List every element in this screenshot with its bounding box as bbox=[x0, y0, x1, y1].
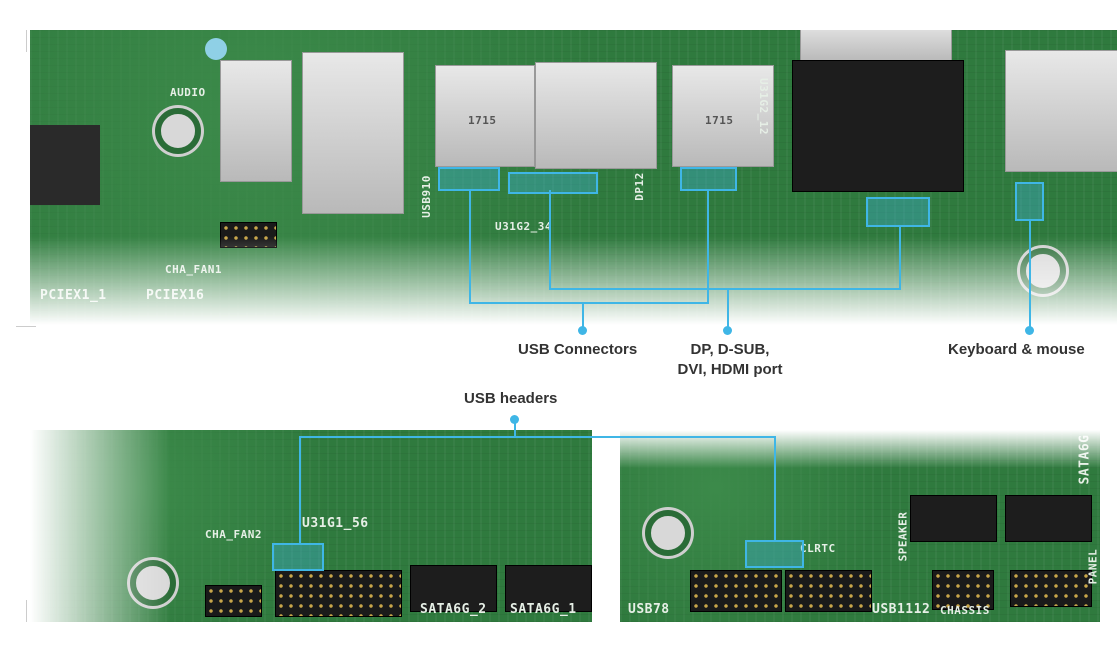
silk-speaker: SPEAKER bbox=[896, 511, 910, 562]
panel-header bbox=[1010, 570, 1092, 607]
connector-line bbox=[549, 288, 901, 290]
connector-line bbox=[469, 302, 709, 304]
dsub-port bbox=[800, 20, 952, 62]
silk-sata6g: SATA6G bbox=[1077, 434, 1093, 485]
silk-usb910: USB910 bbox=[419, 175, 433, 218]
silk-cha-fan2: CHA_FAN2 bbox=[205, 528, 262, 541]
usb-port-mark: 1715 bbox=[468, 114, 497, 127]
silk-dp12: DP12 bbox=[632, 172, 646, 201]
connector-line bbox=[469, 189, 471, 304]
connector-line bbox=[707, 189, 709, 304]
connector-line bbox=[299, 436, 301, 544]
connector-dot bbox=[723, 326, 732, 335]
silk-chassis: CHASSIS bbox=[940, 604, 990, 617]
silk-panel: PANEL bbox=[1086, 548, 1100, 585]
silk-sata6g-2: SATA6G_2 bbox=[420, 602, 487, 617]
highlight-dp-port bbox=[508, 172, 598, 194]
silk-u31g1-56: U31G1_56 bbox=[302, 516, 369, 531]
label-usb-headers: USB headers bbox=[464, 390, 558, 407]
usb-port bbox=[435, 65, 535, 167]
audio-jack bbox=[205, 38, 227, 60]
ps2-port bbox=[1005, 50, 1117, 172]
usb-port bbox=[672, 65, 774, 167]
lan-port bbox=[302, 52, 404, 214]
sata-port bbox=[910, 495, 997, 542]
usb78-header bbox=[690, 570, 782, 612]
dp-port bbox=[535, 62, 657, 169]
connector-line bbox=[727, 288, 729, 330]
silk-usb1112: USB1112 bbox=[872, 602, 931, 617]
crop-mark bbox=[26, 30, 27, 52]
connector-line bbox=[774, 436, 776, 541]
highlight-usb-header bbox=[745, 540, 804, 568]
connector-line bbox=[549, 190, 551, 290]
label-usb-connectors: USB Connectors bbox=[518, 341, 638, 358]
crop-mark bbox=[16, 326, 36, 327]
highlight-usb-connector bbox=[680, 167, 737, 191]
label-video-ports-line1: DP, D-SUB, bbox=[690, 341, 770, 358]
usb-header-block bbox=[275, 570, 402, 617]
label-video-ports: DP, D-SUB, DVI, HDMI port bbox=[670, 340, 790, 380]
highlight-keyboard-mouse bbox=[1015, 182, 1044, 221]
usb-header-board-photo-left: CHA_FAN2 U31G1_56 SATA6G_2 SATA6G_1 bbox=[30, 430, 592, 622]
mounting-hole bbox=[130, 560, 176, 606]
highlight-video-port bbox=[866, 197, 930, 227]
sata-port bbox=[1005, 495, 1092, 542]
usb-port-mark: 1715 bbox=[705, 114, 734, 127]
silk-pciex1: PCIEX1_1 bbox=[40, 288, 107, 303]
silk-u31g2-34: U31G2_34 bbox=[495, 220, 552, 233]
dvi-port bbox=[792, 60, 964, 192]
connector-dot bbox=[510, 415, 519, 424]
usb-header-board-photo-right: USB78 USB1112 CHASSIS CLRTC SPEAKER SATA… bbox=[620, 430, 1100, 622]
connector-line bbox=[899, 225, 901, 290]
silk-pciex16: PCIEX16 bbox=[146, 288, 205, 303]
mounting-hole bbox=[1020, 248, 1066, 294]
fan-header bbox=[205, 585, 262, 617]
silk-cha-fan1: CHA_FAN1 bbox=[165, 263, 222, 276]
label-video-ports-line2: DVI, HDMI port bbox=[677, 361, 783, 378]
fan-header bbox=[220, 222, 277, 248]
mounting-hole bbox=[645, 510, 691, 556]
silk-audio: AUDIO bbox=[170, 86, 206, 99]
silk-sata6g-1: SATA6G_1 bbox=[510, 602, 577, 617]
connector-line bbox=[299, 436, 776, 438]
sata-port bbox=[505, 565, 592, 612]
crop-mark bbox=[26, 600, 27, 622]
silk-usb78: USB78 bbox=[628, 602, 670, 617]
highlight-usb-header bbox=[272, 543, 324, 571]
connector-line bbox=[514, 418, 516, 438]
connector-line bbox=[1029, 219, 1031, 330]
rear-io-board-photo: AUDIO CHA_FAN1 PCIEX16 PCIEX1_1 USB910 U… bbox=[30, 20, 1117, 325]
sata-port bbox=[410, 565, 497, 612]
audio-port bbox=[220, 60, 292, 182]
chip bbox=[30, 125, 100, 205]
chassis-header bbox=[932, 570, 994, 610]
connector-dot bbox=[1025, 326, 1034, 335]
highlight-usb-connector bbox=[438, 167, 500, 191]
mounting-hole bbox=[155, 108, 201, 154]
silk-clrtc: CLRTC bbox=[800, 542, 836, 555]
label-keyboard-mouse: Keyboard & mouse bbox=[948, 341, 1085, 358]
silk-u31g2-12: U31G2_12 bbox=[756, 78, 770, 135]
usb1112-header bbox=[785, 570, 872, 612]
connector-dot bbox=[578, 326, 587, 335]
connector-line bbox=[582, 302, 584, 330]
